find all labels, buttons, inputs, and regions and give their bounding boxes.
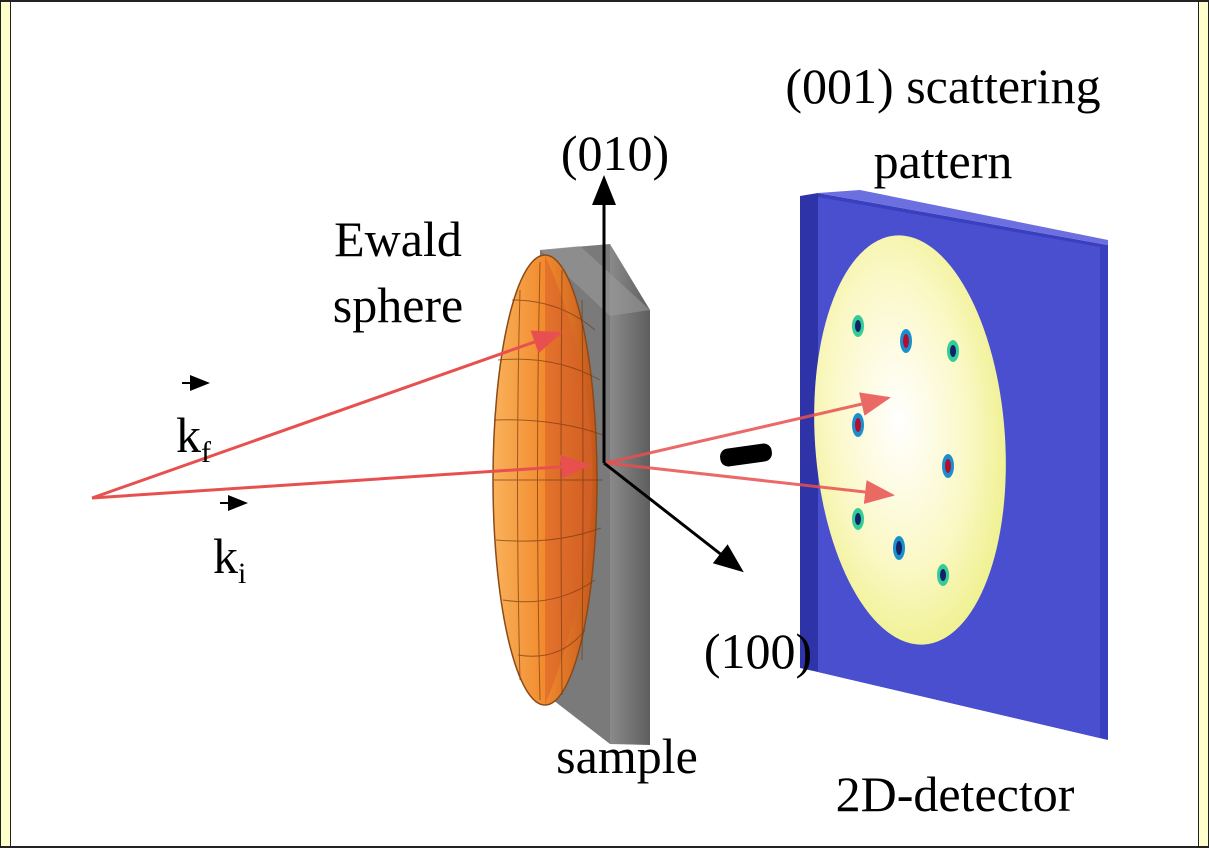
ewald-label-line1: Ewald: [334, 211, 462, 267]
scattering-label-line1: (001) scattering: [785, 58, 1100, 114]
beams: [91, 330, 895, 504]
kf-beam: [91, 330, 563, 500]
scattered-beam-upper: [605, 392, 891, 465]
axes: [592, 175, 744, 573]
sample-label: sample: [556, 728, 698, 784]
scattering-label-line2: pattern: [874, 133, 1013, 189]
frame-top-border: [0, 0, 1209, 2]
detector-label: 2D-detector: [836, 766, 1075, 822]
kf-label: kf: [176, 407, 211, 469]
frame-bottom-border: [0, 846, 1209, 848]
detector: [800, 190, 1108, 740]
ewald-sphere: [492, 254, 604, 706]
scattered-beam-lower: [605, 461, 895, 504]
ewald-label-line2: sphere: [333, 277, 464, 333]
axis-010-label: (010): [561, 125, 669, 181]
axis-100: [603, 461, 744, 573]
diffraction-spots: [852, 315, 959, 586]
ki-label: ki: [213, 528, 246, 590]
frame-left-border: [0, 0, 11, 848]
vector-arrows: [182, 375, 248, 511]
beam-stop: [720, 443, 772, 467]
axis-100-label: (100): [704, 623, 812, 679]
ki-beam: [91, 454, 591, 500]
detector-face: [814, 235, 1006, 645]
